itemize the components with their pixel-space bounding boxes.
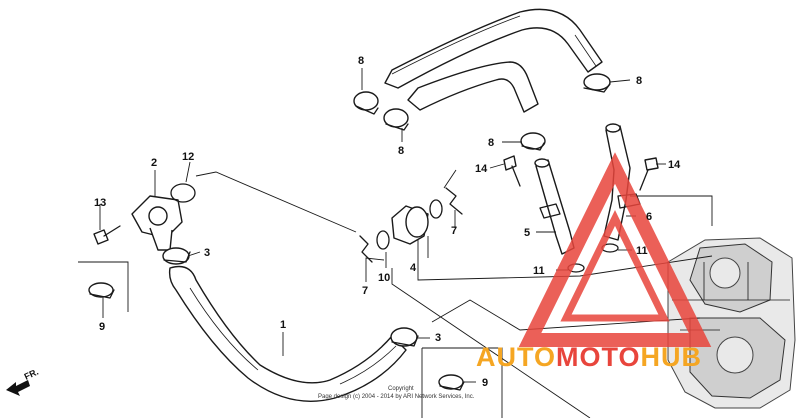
callout-10: 10 (378, 272, 390, 284)
bolt-14a (503, 155, 521, 187)
callout-8: 8 (358, 55, 364, 67)
hose-clamp-3a (162, 247, 191, 265)
hose-clamp-3b (390, 327, 419, 347)
callout-9: 9 (99, 321, 105, 333)
callout-3: 3 (435, 332, 441, 344)
bolt-13 (93, 225, 121, 245)
clip-7a (359, 235, 373, 263)
watermark-text: AUTOMOTOHUB (476, 342, 702, 372)
watermark-triangle (518, 152, 712, 347)
copyright-line-2: Page design (c) 2004 - 2014 by ARI Netwo… (318, 394, 475, 400)
callout-12: 12 (182, 151, 194, 163)
leader-lines (78, 68, 713, 418)
callout-6: 6 (646, 211, 652, 223)
water-pipe-5 (534, 158, 575, 255)
callout-3: 3 (204, 247, 210, 259)
callout-7: 7 (362, 285, 368, 297)
svg-text:FR.: FR. (23, 367, 40, 382)
callout-14: 14 (475, 163, 488, 175)
clip-7b (445, 187, 463, 215)
hose-clamp-9b (438, 374, 465, 391)
thermostat-housing (131, 195, 183, 251)
callout-4: 4 (410, 262, 417, 274)
callout-2: 2 (151, 157, 157, 169)
radiator-hose-1 (168, 265, 407, 402)
engine-block (667, 237, 796, 409)
hose-clamp-8d (520, 132, 546, 151)
copyright-line-1: Copyright (388, 386, 414, 392)
hose-clamp-8a (353, 91, 379, 115)
callout-7: 7 (451, 225, 457, 237)
callout-1: 1 (280, 319, 286, 331)
o-ring-10a (376, 230, 390, 250)
bolt-14b (639, 157, 659, 191)
water-joint-4 (391, 205, 429, 245)
callout-8: 8 (488, 137, 494, 149)
o-ring-12 (170, 183, 196, 203)
upper-bypass-hose (384, 8, 603, 113)
front-direction-marker: FR. (6, 367, 40, 396)
callout-13: 13 (94, 197, 106, 209)
hose-clamp-8c (583, 73, 611, 93)
o-ring-10b (429, 199, 443, 219)
callout-5: 5 (524, 227, 530, 239)
callout-8: 8 (636, 75, 642, 87)
hose-clamp-8b (383, 108, 409, 131)
callout-8: 8 (398, 145, 404, 157)
callout-11: 11 (636, 245, 648, 257)
callout-9: 9 (482, 377, 488, 389)
callout-14: 14 (668, 159, 681, 171)
callout-11: 11 (533, 265, 545, 277)
hose-clamp-9a (88, 282, 115, 299)
